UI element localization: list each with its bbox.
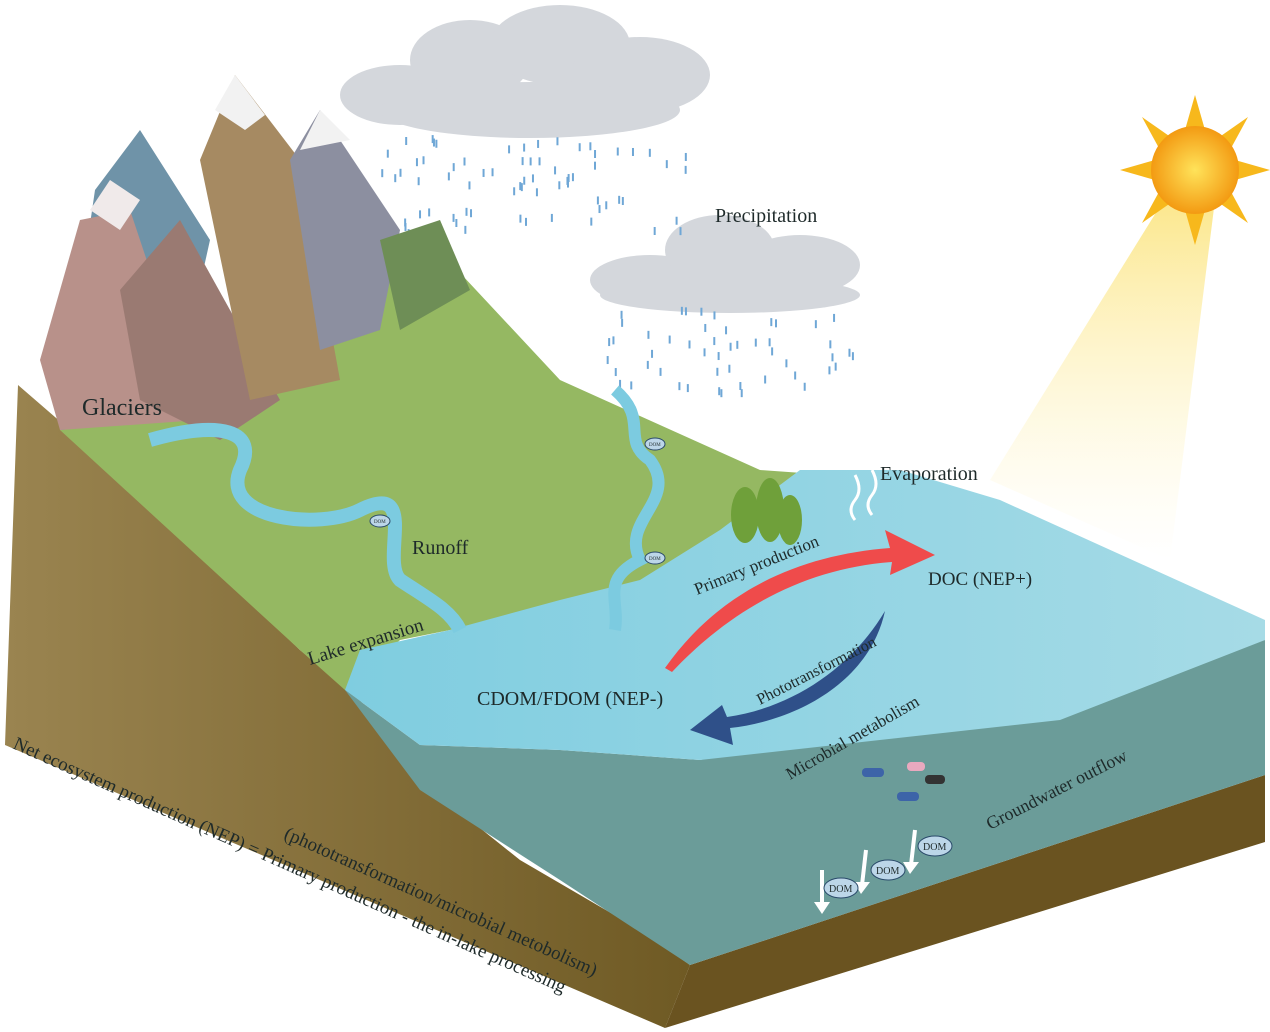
cdom-label: CDOM/FDOM (NEP-)	[477, 688, 663, 710]
glaciers-label: Glaciers	[82, 395, 162, 421]
runoff-stream-left	[148, 423, 467, 634]
doc-label: DOC (NEP+)	[928, 569, 1032, 590]
runoff-stream-right	[608, 385, 665, 631]
glacier-mountains	[40, 75, 470, 440]
runoff-label: Runoff	[412, 537, 469, 559]
rain-cloud-upper	[340, 5, 710, 138]
lake-surface	[345, 470, 1265, 760]
rain-drops	[381, 135, 854, 398]
rain-cloud-lower	[590, 215, 860, 313]
dom-label: DOM	[923, 842, 946, 853]
dom-badge	[644, 551, 666, 565]
sunbeam	[990, 190, 1215, 560]
dom-badge	[644, 437, 666, 451]
dom-label: DOM	[829, 884, 852, 895]
dom-badge	[369, 514, 391, 528]
sun-icon	[1120, 95, 1270, 245]
evaporation-icon	[849, 469, 878, 521]
precipitation-label: Precipitation	[715, 205, 817, 227]
dom-label: DOM	[649, 557, 661, 562]
soil-right-face	[665, 775, 1265, 1028]
dom-label: DOM	[876, 866, 899, 877]
dom-badge	[870, 859, 906, 881]
aquatic-plant-icon	[731, 478, 802, 545]
dom-badge	[917, 835, 953, 857]
dom-badge	[823, 877, 859, 899]
microbes-icon	[862, 762, 945, 801]
evaporation-label: Evaporation	[880, 463, 978, 485]
dom-label: DOM	[374, 520, 386, 525]
dom-label: DOM	[649, 443, 661, 448]
processing-arrow	[690, 611, 885, 745]
soil-left-face	[5, 385, 690, 1028]
groundwater-dom	[814, 829, 919, 914]
primary-production-arrow	[665, 530, 935, 672]
